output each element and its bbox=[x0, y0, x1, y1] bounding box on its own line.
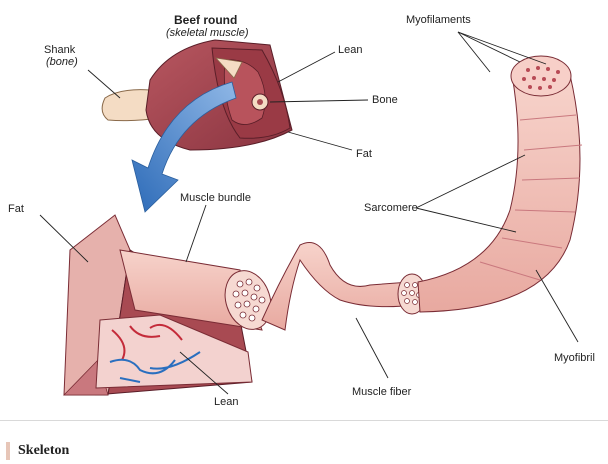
label-myofibril: Myofibril bbox=[554, 352, 595, 364]
label-skeletal-muscle: (skeletal muscle) bbox=[166, 27, 249, 39]
label-lean-bottom: Lean bbox=[214, 396, 238, 408]
label-beef-round: Beef round bbox=[174, 14, 237, 26]
divider bbox=[0, 420, 608, 421]
label-bone-paren: (bone) bbox=[46, 56, 78, 68]
fiber-strand bbox=[262, 243, 415, 331]
section-footer: Skeleton bbox=[0, 412, 608, 464]
section-marker bbox=[6, 442, 10, 460]
label-bone: Bone bbox=[372, 94, 398, 106]
label-fat-top: Fat bbox=[356, 148, 372, 160]
label-fat-left: Fat bbox=[8, 203, 24, 215]
myofibril bbox=[418, 56, 582, 312]
label-shank: Shank bbox=[44, 44, 75, 56]
muscle-structure-diagram bbox=[0, 0, 608, 412]
label-muscle-bundle: Muscle bundle bbox=[180, 192, 251, 204]
label-lean-top: Lean bbox=[338, 44, 362, 56]
label-muscle-fiber: Muscle fiber bbox=[352, 386, 411, 398]
label-myofilaments: Myofilaments bbox=[406, 14, 471, 26]
label-sarcomere: Sarcomere bbox=[364, 202, 418, 214]
section-title: Skeleton bbox=[18, 443, 69, 459]
